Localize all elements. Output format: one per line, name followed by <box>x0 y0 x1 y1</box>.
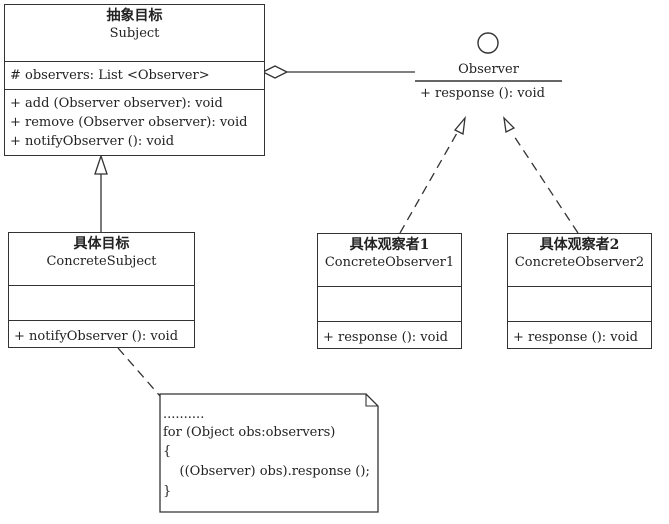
subject-method-add: + add (Observer observer): void <box>10 96 223 111</box>
generalization-arrow-icon <box>94 153 108 175</box>
concrete-subject-title-en: ConcreteSubject <box>46 254 157 269</box>
subject-class: 抽象目标 Subject # observers: List <Observer… <box>4 4 265 156</box>
aggregation-diamond-icon <box>261 65 289 79</box>
concrete-observer1-class: 具体观察者1 ConcreteObserver1 + response (): … <box>317 233 462 349</box>
concrete-observer1-title-en: ConcreteObserver1 <box>324 255 455 270</box>
concrete-subject-method: + notifyObserver (): void <box>14 329 179 344</box>
concrete-observer1-title: 具体观察者1 ConcreteObserver1 <box>318 234 461 286</box>
concrete-observer2-method: + response (): void <box>513 330 638 345</box>
concrete-observer2-attributes <box>508 286 651 321</box>
concrete-observer2-title-en: ConcreteObserver2 <box>514 255 645 270</box>
concrete-subject-title: 具体目标 ConcreteSubject <box>9 233 194 285</box>
note-shape <box>159 393 379 513</box>
note-anchor-line <box>117 347 161 397</box>
note-line-open-brace: { <box>163 444 172 459</box>
note-line-for: for (Object obs:observers) <box>163 425 336 440</box>
note-line-close-brace: } <box>163 484 172 499</box>
subject-title-cn: 抽象目标 <box>106 8 163 24</box>
concrete-observer2-title: 具体观察者2 ConcreteObserver2 <box>508 234 651 286</box>
concrete-observer1-methods: + response (): void <box>318 321 461 347</box>
concrete-subject-class: 具体目标 ConcreteSubject + notifyObserver ()… <box>8 232 195 348</box>
concrete-subject-title-cn: 具体目标 <box>73 236 130 252</box>
observer-name: Observer <box>458 62 519 77</box>
note-line-dots: .......... <box>163 407 205 422</box>
interface-lollipop-icon <box>477 32 499 54</box>
concrete-subject-attributes <box>9 285 194 320</box>
realization-arrow-2-icon <box>503 116 516 133</box>
realization-line-2 <box>511 132 579 234</box>
observer-method: + response (): void <box>420 86 545 101</box>
note-fold-icon <box>365 394 378 407</box>
realization-arrow-1-icon <box>453 115 466 135</box>
subject-method-notify: + notifyObserver (): void <box>10 134 175 149</box>
subject-title-en: Subject <box>109 26 160 41</box>
concrete-observer1-title-cn: 具体观察者1 <box>349 237 430 253</box>
subject-methods: + add (Observer observer): void + remove… <box>5 89 264 151</box>
subject-title: 抽象目标 Subject <box>5 5 264 61</box>
subject-attributes: # observers: List <Observer> <box>5 61 264 89</box>
note-line-response: ((Observer) obs).response (); <box>163 464 370 479</box>
concrete-subject-methods: + notifyObserver (): void <box>9 320 194 346</box>
concrete-observer2-title-cn: 具体观察者2 <box>539 237 620 253</box>
subject-attribute: # observers: List <Observer> <box>10 68 210 83</box>
realization-line-1 <box>399 132 458 234</box>
concrete-observer1-method: + response (): void <box>323 330 448 345</box>
subject-method-remove: + remove (Observer observer): void <box>10 115 248 130</box>
concrete-observer2-methods: + response (): void <box>508 321 651 347</box>
concrete-observer2-class: 具体观察者2 ConcreteObserver2 + response (): … <box>507 233 652 349</box>
concrete-observer1-attributes <box>318 286 461 321</box>
